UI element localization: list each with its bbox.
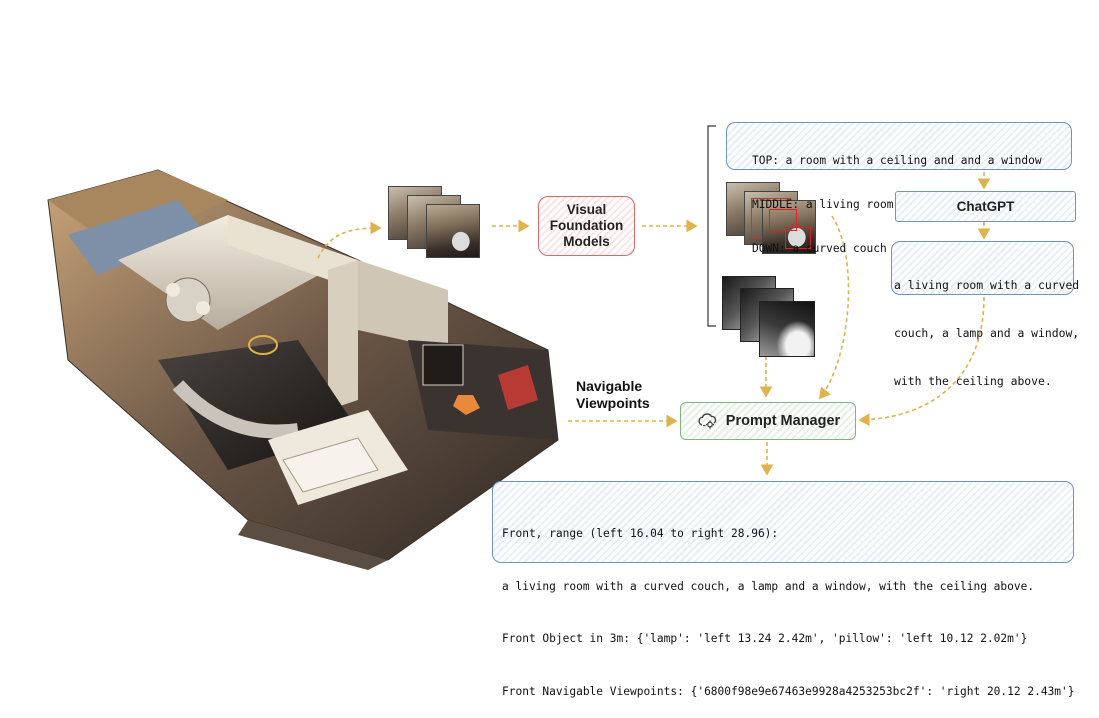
- outputs-bracket: [708, 126, 716, 326]
- output-line-3: Front Object in 3m: {'lamp': 'left 13.24…: [502, 630, 1073, 648]
- summary-line-3: with the ceiling above.: [894, 373, 1073, 389]
- cloud-gear-icon: [696, 412, 720, 430]
- input-images-stack: [388, 186, 498, 276]
- summary-line-2: couch, a lamp and a window,: [894, 325, 1073, 341]
- vfm-line-1: Visual: [567, 202, 607, 218]
- output-line-1: Front, range (left 16.04 to right 28.96)…: [502, 525, 1073, 543]
- viewpoints-line-1: Navigable: [576, 378, 666, 395]
- output-line-2: a living room with a curved couch, a lam…: [502, 578, 1073, 596]
- output-prompt-box: Front, range (left 16.04 to right 28.96)…: [492, 481, 1074, 563]
- chatgpt-label: ChatGPT: [957, 199, 1015, 214]
- prompt-manager-box: Prompt Manager: [680, 402, 856, 440]
- caption-top: TOP: a room with a ceiling and and a win…: [752, 154, 1071, 169]
- visual-foundation-models-box: Visual Foundation Models: [538, 196, 635, 256]
- captions-box: TOP: a room with a ceiling and and a win…: [726, 122, 1072, 170]
- prompt-manager-label: Prompt Manager: [726, 413, 840, 429]
- depth-map-down: [759, 301, 815, 357]
- summary-box: a living room with a curved couch, a lam…: [891, 241, 1074, 295]
- chatgpt-box: ChatGPT: [895, 191, 1076, 222]
- viewpoints-line-2: Viewpoints: [576, 395, 666, 412]
- navigable-viewpoints-label: Navigable Viewpoints: [576, 378, 666, 412]
- summary-line-1: a living room with a curved: [894, 277, 1073, 293]
- arrow-floorplan-to-images: [318, 228, 380, 258]
- input-image-down: [426, 204, 480, 258]
- output-line-4: Front Navigable Viewpoints: {'6800f98e9e…: [502, 683, 1073, 701]
- vfm-line-2: Foundation: [550, 218, 623, 234]
- depth-maps-stack: [722, 276, 822, 360]
- vfm-line-3: Models: [563, 234, 610, 250]
